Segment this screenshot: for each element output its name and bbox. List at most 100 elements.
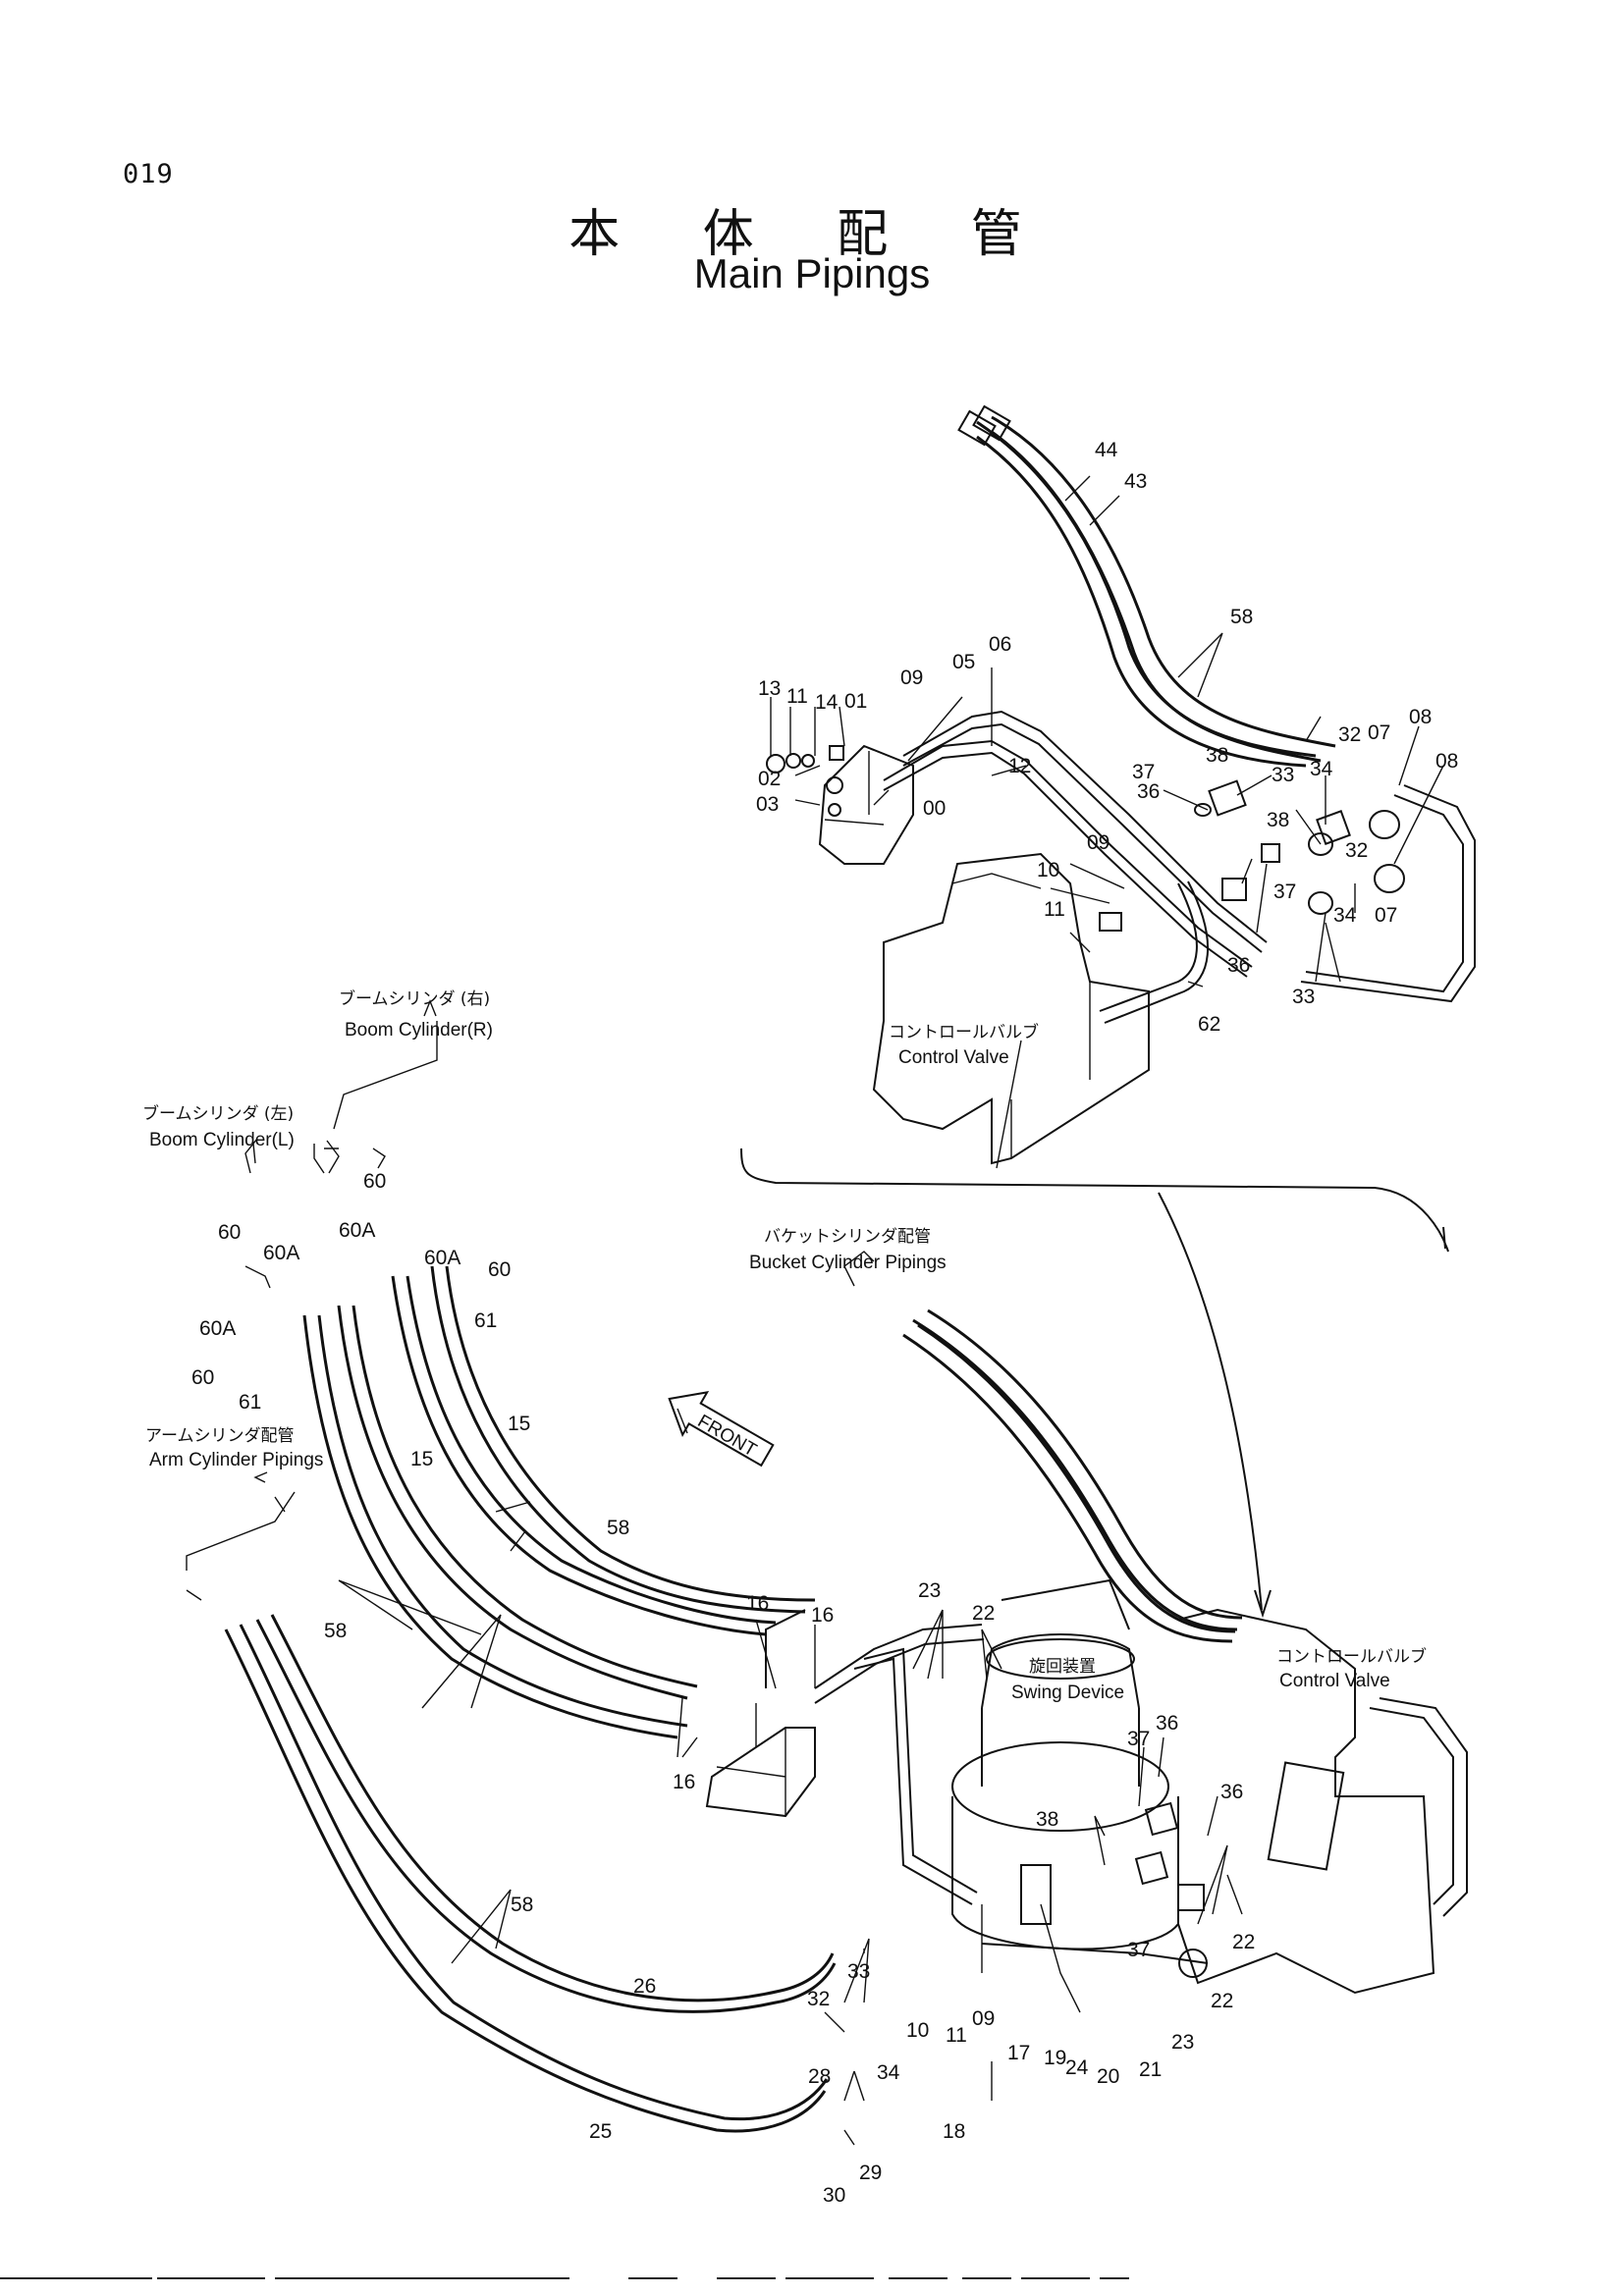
- swing-device-jp: 旋回装置: [1029, 1657, 1096, 1677]
- part-number: 01: [844, 690, 867, 713]
- part-number: 60A: [339, 1219, 375, 1242]
- bottom-rule: [962, 2277, 1011, 2279]
- part-number: 61: [239, 1391, 261, 1414]
- part-number: 08: [1435, 750, 1458, 773]
- control-valve-main-jp: コントロールバルブ: [1276, 1646, 1427, 1667]
- boom-cylinder-l-en: Boom Cylinder(L): [149, 1130, 295, 1150]
- part-number: 61: [474, 1309, 497, 1332]
- bottom-rule: [157, 2277, 265, 2279]
- part-number: 58: [324, 1620, 347, 1642]
- part-number-labels: 44 43 58 06 05 09 13 11 14 01 12 02 03 0…: [191, 439, 1458, 2207]
- bottom-rule: [1021, 2277, 1090, 2279]
- part-number: 07: [1368, 721, 1390, 744]
- part-number: 20: [1097, 2065, 1119, 2088]
- bucket-cylinder-en: Bucket Cylinder Pipings: [749, 1253, 947, 1273]
- page-title-jp: 本 体 配 管: [568, 205, 1056, 264]
- part-number: 18: [943, 2120, 965, 2143]
- arm-hoses-lower: [224, 1614, 837, 2133]
- part-number: 19: [1044, 2047, 1066, 2069]
- detail-arrow: [1158, 1192, 1263, 1611]
- swing-device-drawing: [853, 1578, 1468, 2013]
- part-number: 34: [877, 2061, 900, 2084]
- part-number: 17: [1007, 2042, 1030, 2064]
- part-number: 06: [989, 633, 1011, 656]
- callout-braces: [186, 999, 875, 1601]
- detail-bracket-tick: [1442, 1226, 1446, 1250]
- part-number: 36: [1220, 1781, 1243, 1803]
- part-number: 37: [1273, 881, 1296, 903]
- bottom-rule: [628, 2277, 677, 2279]
- arm-cylinder-jp: アームシリンダ配管: [145, 1426, 294, 1446]
- control-valve-top-drawing: [872, 852, 1150, 1169]
- leader-lines: [338, 475, 1444, 2146]
- bracket-center: [705, 1609, 985, 1818]
- part-number: 37: [1127, 1939, 1150, 1961]
- part-number: 16: [673, 1771, 695, 1793]
- part-number: 25: [589, 2120, 612, 2143]
- part-number: 22: [972, 1602, 995, 1625]
- part-number: 36: [1227, 954, 1250, 977]
- front-arrow: FRONT: [668, 1391, 775, 1468]
- part-number: 60: [191, 1366, 214, 1389]
- part-number: 28: [808, 2065, 831, 2088]
- part-number: 21: [1139, 2058, 1162, 2081]
- part-number: 60: [488, 1258, 511, 1281]
- part-number: 30: [823, 2184, 845, 2207]
- part-number: 16: [811, 1604, 834, 1627]
- part-number: 60A: [199, 1317, 236, 1340]
- part-number: 44: [1095, 439, 1118, 461]
- bucket-hoses: [902, 1308, 1243, 1643]
- part-number: 24: [1065, 2056, 1089, 2079]
- control-valve-top-en: Control Valve: [898, 1047, 1009, 1068]
- bracket-top: [766, 744, 914, 865]
- bottom-rule: [1100, 2277, 1129, 2279]
- part-number: 22: [1211, 1990, 1233, 2012]
- page-title: Main Pipings: [693, 250, 931, 296]
- part-number: 10: [1037, 859, 1059, 881]
- part-number: 60A: [263, 1242, 299, 1264]
- part-number: 38: [1206, 744, 1228, 767]
- boom-cylinder-l-jp: ブームシリンダ (左): [142, 1103, 294, 1124]
- bottom-rule: [785, 2277, 874, 2279]
- part-number: 23: [1171, 2031, 1194, 2054]
- part-number: 09: [972, 2007, 995, 2030]
- hose-44-43: [957, 404, 1336, 768]
- part-number: 11: [946, 2024, 967, 2047]
- part-number: 38: [1036, 1808, 1058, 1831]
- arm-cylinder-en: Arm Cylinder Pipings: [149, 1450, 323, 1470]
- bottom-rule: [275, 2277, 569, 2279]
- bottom-rule: [889, 2277, 947, 2279]
- part-number: 60A: [424, 1247, 460, 1269]
- part-number: 37: [1132, 761, 1155, 783]
- part-number: 14: [815, 691, 839, 714]
- part-number: 34: [1310, 758, 1333, 780]
- pipe-05-06: [883, 710, 1476, 1003]
- part-number: 32: [807, 1988, 830, 2010]
- callout-labels: ブームシリンダ (右) Boom Cylinder(R) ブームシリンダ (左)…: [142, 988, 1427, 1703]
- flanges-top: [1099, 779, 1405, 1024]
- detail-arrow-head: [1254, 1589, 1272, 1619]
- part-number: 36: [1137, 780, 1160, 803]
- part-number: 29: [859, 2162, 882, 2184]
- bottom-rule: [717, 2277, 776, 2279]
- page-number: 019: [123, 159, 174, 189]
- part-number: 10: [906, 2019, 929, 2042]
- control-valve-main-en: Control Valve: [1279, 1671, 1390, 1691]
- part-number: 58: [511, 1894, 533, 1916]
- part-number: 34: [1333, 904, 1357, 927]
- part-number: 09: [900, 667, 923, 689]
- part-number: 43: [1124, 470, 1147, 493]
- part-number: 02: [758, 768, 781, 790]
- boom-arm-hoses: [302, 1265, 816, 1739]
- part-number: 12: [1008, 755, 1031, 777]
- part-number: 03: [756, 793, 779, 816]
- bottom-rule: [0, 2277, 152, 2279]
- part-number: 62: [1198, 1013, 1220, 1036]
- part-number: 11: [786, 685, 808, 708]
- part-number: 13: [758, 677, 781, 700]
- part-number: 60: [218, 1221, 241, 1244]
- part-number: 08: [1409, 706, 1432, 728]
- part-number: 26: [633, 1975, 656, 1998]
- part-number: 23: [918, 1579, 941, 1602]
